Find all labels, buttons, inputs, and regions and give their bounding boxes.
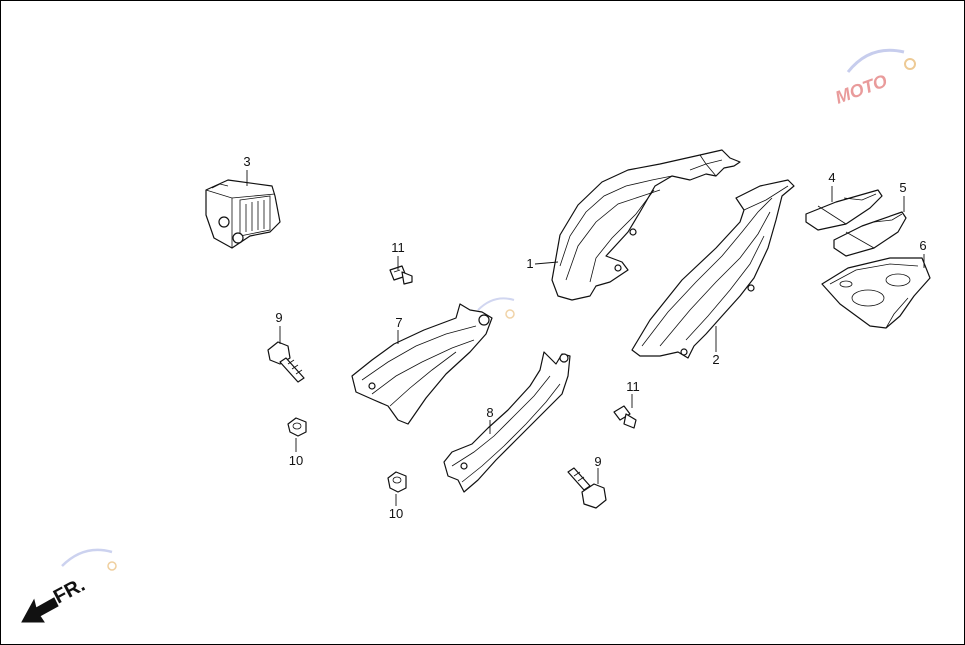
part-5-cover [833,211,907,257]
callout-10-left: 10 [289,453,303,468]
part-11-bolt-lower [613,405,637,429]
callout-labels: 3 11 1 2 4 5 6 7 9 10 8 11 9 10 [243,154,926,521]
watermark-logo-center [477,297,515,319]
part-7-bracket-left [351,303,493,425]
callout-7: 7 [395,315,402,330]
part-2-grab-rail-right [631,179,795,359]
watermark-logo-bottom-left [61,548,117,571]
part-9-bolt-left [267,341,305,383]
part-11-bolt-upper [389,265,413,285]
watermark-text-top: MOTO [833,71,890,108]
callout-4: 4 [828,170,835,185]
callout-9-right: 9 [594,454,601,469]
callout-3: 3 [243,154,250,169]
front-direction-arrow: FR. [21,574,89,623]
callout-1: 1 [526,256,533,271]
leader-lines [246,170,925,506]
callout-11-lower: 11 [626,379,640,394]
part-9-bolt-right [567,467,607,509]
part-8-bracket-right [443,351,571,493]
callout-9-left: 9 [275,310,282,325]
part-3-module [205,179,281,249]
watermark-logo-top-right: MOTO [833,48,916,108]
part-6-carrier-plate [821,257,931,329]
part-4-cover [805,189,883,231]
callout-2: 2 [712,352,719,367]
callout-10-lower: 10 [389,506,403,521]
part-10-nut-lower [387,471,407,493]
callout-5: 5 [899,180,906,195]
callout-11-upper: 11 [391,240,405,255]
callout-8: 8 [486,405,493,420]
part-10-nut-left [287,417,307,437]
callout-6: 6 [919,238,926,253]
part-1-grab-rail-left [551,149,741,301]
